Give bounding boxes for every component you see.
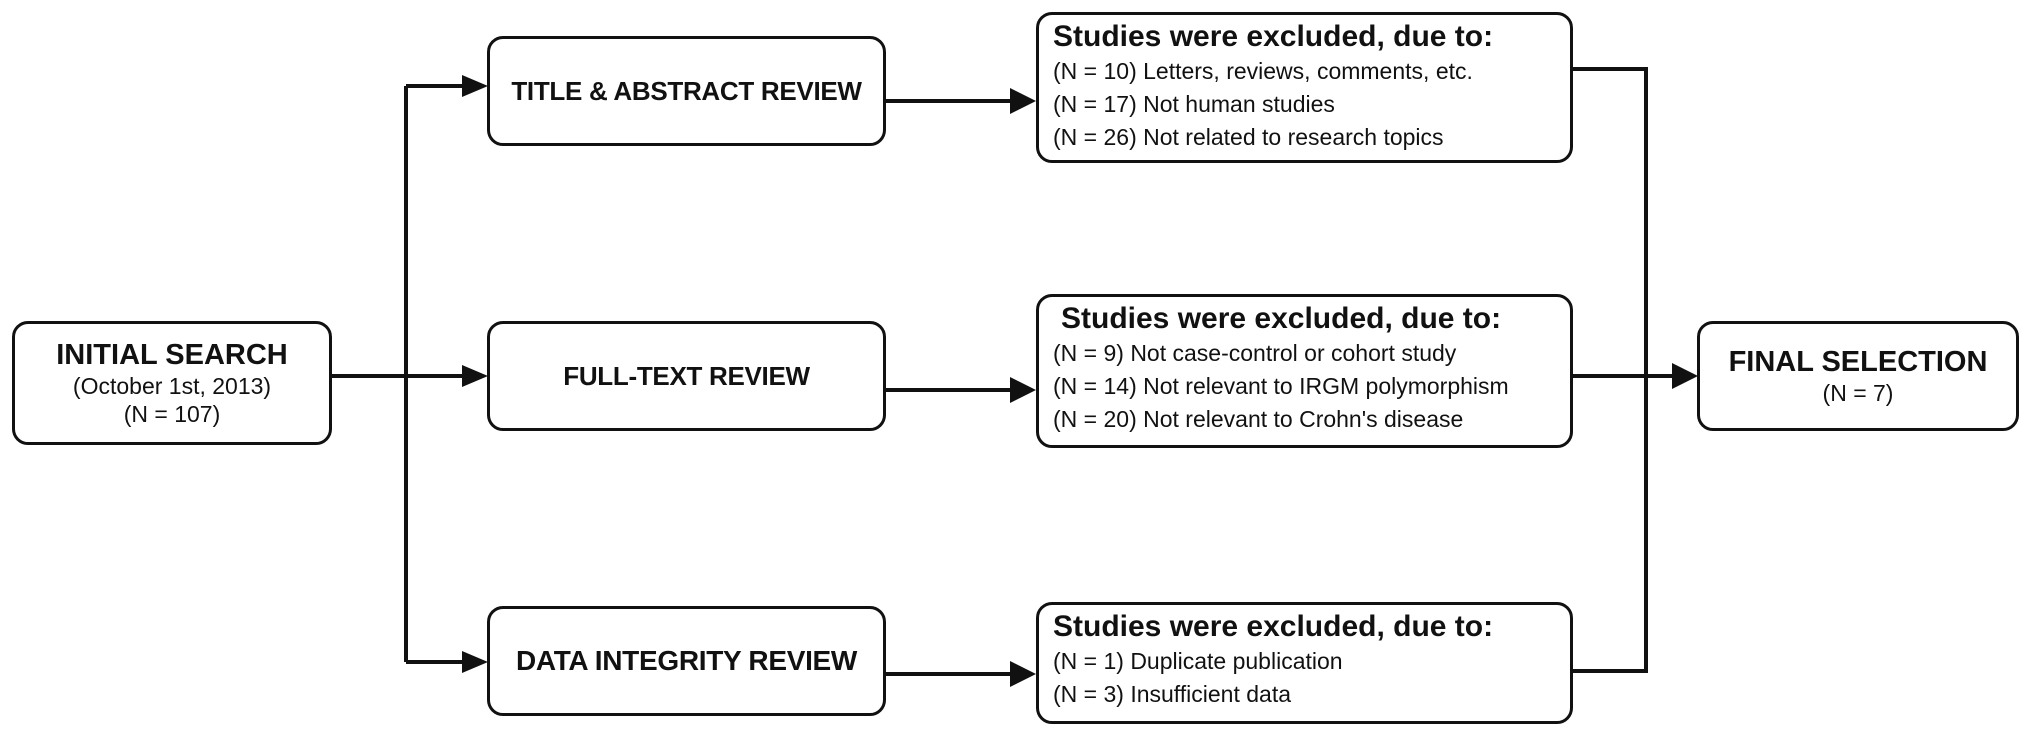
exclusion-heading: Studies were excluded, due to: xyxy=(1053,20,1494,53)
final-selection-title: FINAL SELECTION xyxy=(1728,346,1988,378)
full-text-review-box: FULL-TEXT REVIEW xyxy=(487,321,886,431)
connector-exclusion1-to-merge xyxy=(1572,67,1648,673)
data-integrity-review-box: DATA INTEGRITY REVIEW xyxy=(487,606,886,716)
arrowhead-data-integrity xyxy=(462,651,488,673)
exclusion-item: (N = 26) Not related to research topics xyxy=(1053,124,1444,150)
arrowhead-full-text xyxy=(462,365,488,387)
title-abstract-review-label: TITLE & ABSTRACT REVIEW xyxy=(511,76,862,106)
final-selection-box: FINAL SELECTION (N = 7) xyxy=(1697,321,2019,431)
initial-search-box: INITIAL SEARCH (October 1st, 2013) (N = … xyxy=(12,321,332,445)
arrowhead-exclusion-3 xyxy=(1010,661,1036,687)
exclusion-box-title-abstract: Studies were excluded, due to: (N = 10) … xyxy=(1036,12,1573,163)
arrowhead-title-abstract xyxy=(462,75,488,97)
exclusion-heading: Studies were excluded, due to: xyxy=(1053,610,1494,643)
initial-search-count: (N = 107) xyxy=(123,401,221,427)
final-selection-count: (N = 7) xyxy=(1822,380,1894,406)
initial-search-title: INITIAL SEARCH xyxy=(56,339,288,371)
exclusion-item: (N = 20) Not relevant to Crohn's disease xyxy=(1053,406,1464,432)
data-integrity-review-label: DATA INTEGRITY REVIEW xyxy=(515,645,858,676)
title-abstract-review-box: TITLE & ABSTRACT REVIEW xyxy=(487,36,886,146)
arrowhead-exclusion-1 xyxy=(1010,88,1036,114)
arrowhead-final xyxy=(1672,363,1698,389)
exclusion-box-full-text: Studies were excluded, due to: (N = 9) N… xyxy=(1036,294,1573,448)
exclusion-item: (N = 1) Duplicate publication xyxy=(1053,648,1343,674)
exclusion-item: (N = 10) Letters, reviews, comments, etc… xyxy=(1053,58,1473,84)
initial-search-date: (October 1st, 2013) xyxy=(72,373,272,399)
exclusion-item: (N = 3) Insufficient data xyxy=(1053,681,1292,707)
exclusion-heading: Studies were excluded, due to: xyxy=(1061,302,1502,335)
exclusion-box-data-integrity: Studies were excluded, due to: (N = 1) D… xyxy=(1036,602,1573,724)
exclusion-item: (N = 14) Not relevant to IRGM polymorphi… xyxy=(1053,373,1509,399)
exclusion-item: (N = 9) Not case-control or cohort study xyxy=(1053,340,1457,366)
full-text-review-label: FULL-TEXT REVIEW xyxy=(563,361,810,391)
exclusion-item: (N = 17) Not human studies xyxy=(1053,91,1335,117)
arrowheads xyxy=(462,75,1698,687)
arrowhead-exclusion-2 xyxy=(1010,377,1036,403)
